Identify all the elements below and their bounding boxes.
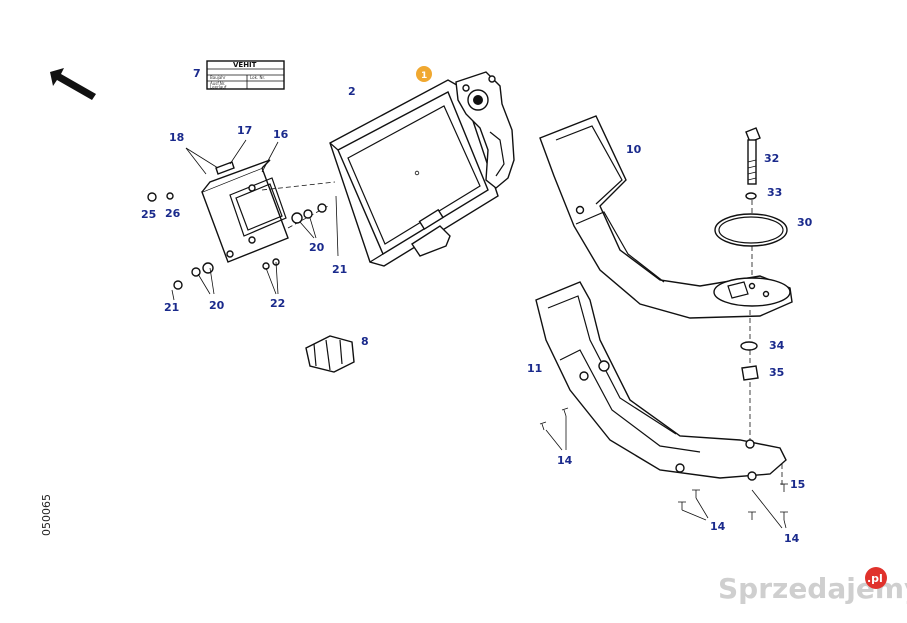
direction-arrow-icon: [50, 68, 96, 100]
label-plate-row: Baujahr: [210, 75, 226, 80]
callout-label: 34: [769, 339, 785, 352]
callout-label: 10: [626, 143, 642, 156]
label-plate: VEHIT Baujahr Ausf.Nr. Leerlauf Lok. Nr.: [206, 60, 285, 90]
watermark: Sprzedajemy .pl: [718, 567, 907, 605]
screws: [539, 407, 788, 529]
callout-label: 15: [790, 478, 805, 491]
bracket-housing: [201, 159, 336, 263]
callout-label: 30: [797, 216, 813, 229]
label-plate-logo: VEHIT: [233, 61, 257, 69]
callouts: 7 2 18 17 16 25 26 20 21 21 20 22 8 10 3…: [141, 67, 813, 545]
callout-label: 26: [165, 207, 181, 220]
item-badge: 1: [416, 66, 432, 82]
side-code: 050065: [40, 494, 53, 536]
label-plate-row: Ausf.Nr.: [210, 81, 225, 86]
callout-label: 16: [273, 128, 289, 141]
callout-label: 33: [767, 186, 782, 199]
callout-label: 20: [309, 241, 325, 254]
terminal-monitor: [329, 71, 515, 267]
callout-label: 7: [193, 67, 201, 80]
callout-label: 25: [141, 208, 156, 221]
callout-label: 20: [209, 299, 225, 312]
bolt-stack: [714, 127, 788, 486]
callout-label: 21: [332, 263, 347, 276]
callout-label: 14: [557, 454, 573, 467]
upper-arm: [539, 115, 793, 319]
label-plate-right: Lok. Nr.: [250, 75, 265, 80]
callout-label: 18: [169, 131, 184, 144]
lower-arm: [535, 281, 787, 481]
callout-label: 11: [527, 362, 542, 375]
clip-part: [305, 335, 355, 373]
label-plate-row: Leerlauf: [210, 85, 227, 90]
callout-label: 32: [764, 152, 779, 165]
fasteners-left: [147, 139, 339, 301]
callout-label: 17: [237, 124, 252, 137]
callout-label: 14: [784, 532, 800, 545]
callout-label: 8: [361, 335, 369, 348]
watermark-suffix: .pl: [867, 572, 883, 585]
callout-label: 22: [270, 297, 285, 310]
callout-label: 2: [348, 85, 356, 98]
callout-label: 14: [710, 520, 726, 533]
svg-text:1: 1: [421, 71, 427, 81]
callout-label: 21: [164, 301, 179, 314]
callout-label: 35: [769, 366, 784, 379]
